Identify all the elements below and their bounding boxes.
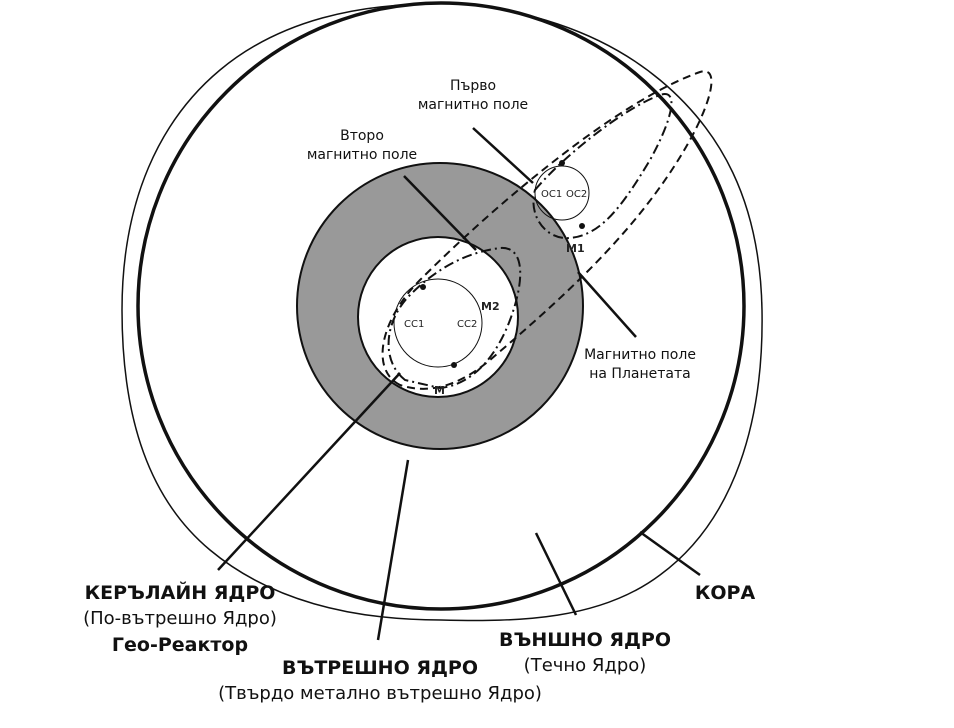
cc-dot-top [420,284,426,290]
m-label: M [434,384,445,397]
leader-lines [217,127,701,641]
crust-label: КОРА [694,582,756,604]
oc-dot-top [559,160,565,166]
crust-wavy-outline [121,3,763,622]
m1-label: M1 [566,242,585,255]
second-field-line1: Второ [340,128,384,144]
cc-ring [393,278,483,368]
outer-core-sub: (Течно Ядро) [523,655,647,676]
planet-field-line1: Магнитно поле [584,347,696,363]
oc-dot-bottom [579,223,585,229]
geo-reactor-label: Гео-Реактор [111,634,249,656]
planet-magnetic-field-loop [381,70,713,390]
inner-core-label: ВЪТРЕШНО ЯДРО (Твърдо метално вътрешно Я… [200,655,560,707]
curline-core-title: КЕРЪЛАЙН ЯДРО [84,582,276,604]
first-field-line2: магнитно поле [417,97,529,113]
planet-field-line2: на Планетата [589,366,691,382]
m2-label: M2 [481,300,500,313]
second-field-label: Второ магнитно поле [297,127,427,165]
cc2-label: CC2 [457,319,477,330]
first-field-line1: Първо [449,78,497,94]
inner-core-sub: (Твърдо метално вътрешно Ядро) [218,683,542,704]
cc1-label: CC1 [404,319,424,330]
oc1-label: OC1 [541,189,562,200]
outer-core-title: ВЪНШНО ЯДРО [498,629,671,651]
cc-dot-bottom [451,362,457,368]
first-magnetic-field-loop [532,93,673,240]
curline-core-sub: (По-вътрешно Ядро) [83,608,277,629]
curline-core-label: КЕРЪЛАЙН ЯДРО (По-вътрешно Ядро) Гео-Реа… [55,580,305,658]
outer-core-label: ВЪНШНО ЯДРО (Течно Ядро) [480,627,690,679]
first-field-label: Първо магнитно поле [408,77,538,115]
curline-core-circle [357,236,519,398]
planet-field-label: Магнитно поле на Планетата [575,346,705,384]
oc2-label: OC2 [566,189,587,200]
inner-core-title: ВЪТРЕШНО ЯДРО [282,657,478,679]
second-field-line2: магнитно поле [306,147,418,163]
